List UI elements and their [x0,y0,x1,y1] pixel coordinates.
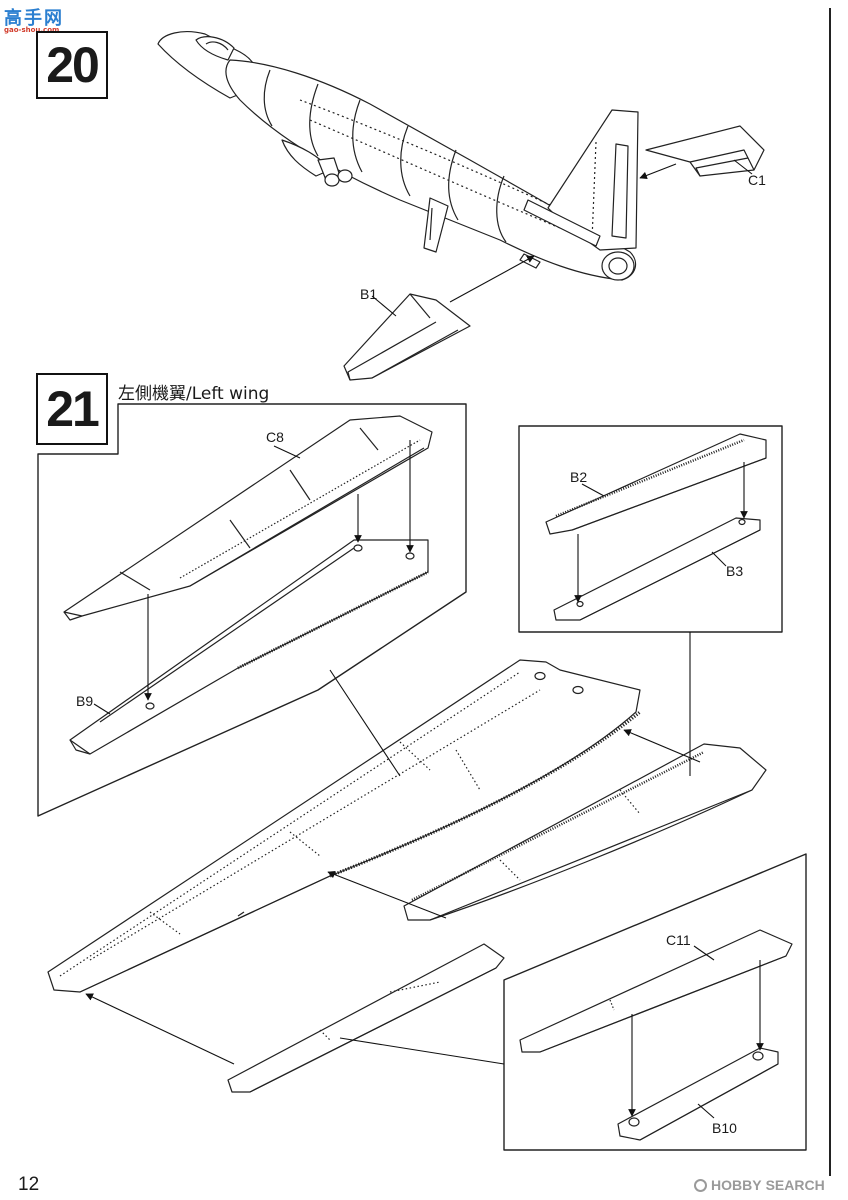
page-number: 12 [18,1174,40,1195]
label-c1: C1 [748,172,766,188]
part-b9-wing-skin [69,539,429,755]
assembled-left-wing [47,659,642,993]
label-b3: B3 [726,563,744,579]
part-b10-aileron [617,1047,779,1141]
assembled-aileron [227,943,505,1093]
hobby-search-watermark: HOBBY SEARCH [694,1177,825,1193]
site-logo-url: gao-shou.com [4,26,60,34]
page-border [829,8,831,1176]
step-21-badge: 21 [36,373,108,445]
label-b9: B9 [76,693,94,709]
label-b10: B10 [712,1120,737,1136]
part-b2-flap [545,433,767,535]
assembled-flap [403,743,767,921]
label-c8: C8 [266,429,284,445]
label-b1: B1 [360,286,378,302]
part-c8-wing-skin [63,415,433,621]
part-c11-aileron [519,929,793,1053]
part-c1-stabilizer [645,125,765,177]
site-logo-text: 高手网 [4,8,64,29]
step-20-badge: 20 [36,31,108,99]
watermark-brand: HOBBY [711,1177,762,1193]
watermark-suffix: SEARCH [765,1177,825,1193]
watermark-ring-icon [694,1178,707,1192]
part-b1-stabilizer [343,293,471,381]
aircraft-fuselage [157,31,639,281]
left-wing-title: 左側機翼/Left wing [118,384,270,404]
site-logo: 高手网 gao-shou.com [4,6,68,36]
label-c11: C11 [666,932,691,948]
label-b2: B2 [570,469,588,485]
